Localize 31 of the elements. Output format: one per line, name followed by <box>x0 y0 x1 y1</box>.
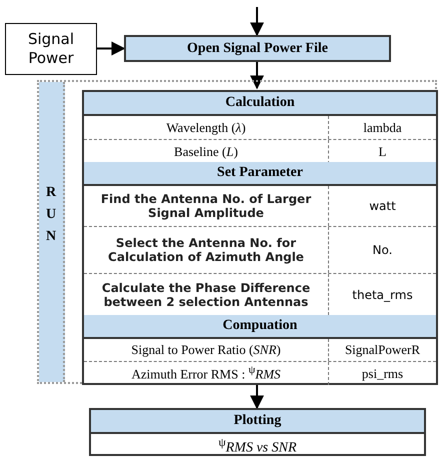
input-box: Signal Power <box>5 23 97 75</box>
arrow <box>250 383 264 410</box>
variable-name: theta_rms <box>352 288 413 302</box>
variable-name: lambda <box>363 120 402 136</box>
section-heading: Compuation <box>84 315 436 339</box>
variable-name: psi_rms <box>362 366 404 382</box>
section-heading: Set Parameter <box>84 162 436 186</box>
arrow <box>250 7 264 36</box>
parameter-label: Find the Antenna No. of Larger Signal Amplitude <box>100 192 312 220</box>
group-label: RUN <box>45 184 57 246</box>
parameter-label: Azimuth Error RMS : $^{ψ}$RMS <box>131 364 281 383</box>
parameter-label: Select the Antenna No. for Calculation of Azimuth Angle <box>107 236 305 264</box>
section-heading: Calculation <box>84 92 436 116</box>
variable-name: SignalPowerR <box>344 342 420 358</box>
variable-name: watt <box>369 199 396 213</box>
arrow <box>250 62 264 90</box>
process-box: Open Signal Power File <box>124 35 391 62</box>
parameter-label: Wavelength (λ) <box>166 120 246 136</box>
variable-name: L <box>378 144 386 160</box>
table-section <box>82 90 438 162</box>
variable-name: No. <box>372 243 392 257</box>
table-section <box>89 408 426 456</box>
section-heading: Plotting <box>91 410 424 434</box>
parameter-label: Baseline (L) <box>174 144 238 160</box>
parameter-label: Signal to Power Ratio (SNR) <box>131 342 281 358</box>
table-section <box>82 162 438 315</box>
table-section <box>82 315 438 385</box>
parameter-label: Calculate the Phase Difference between 2 selection Antennas <box>100 280 312 308</box>
run-group-frame <box>37 80 437 384</box>
arrow <box>97 42 126 56</box>
formula-text: $^{ψ}$RMS vs SNR <box>218 436 297 456</box>
